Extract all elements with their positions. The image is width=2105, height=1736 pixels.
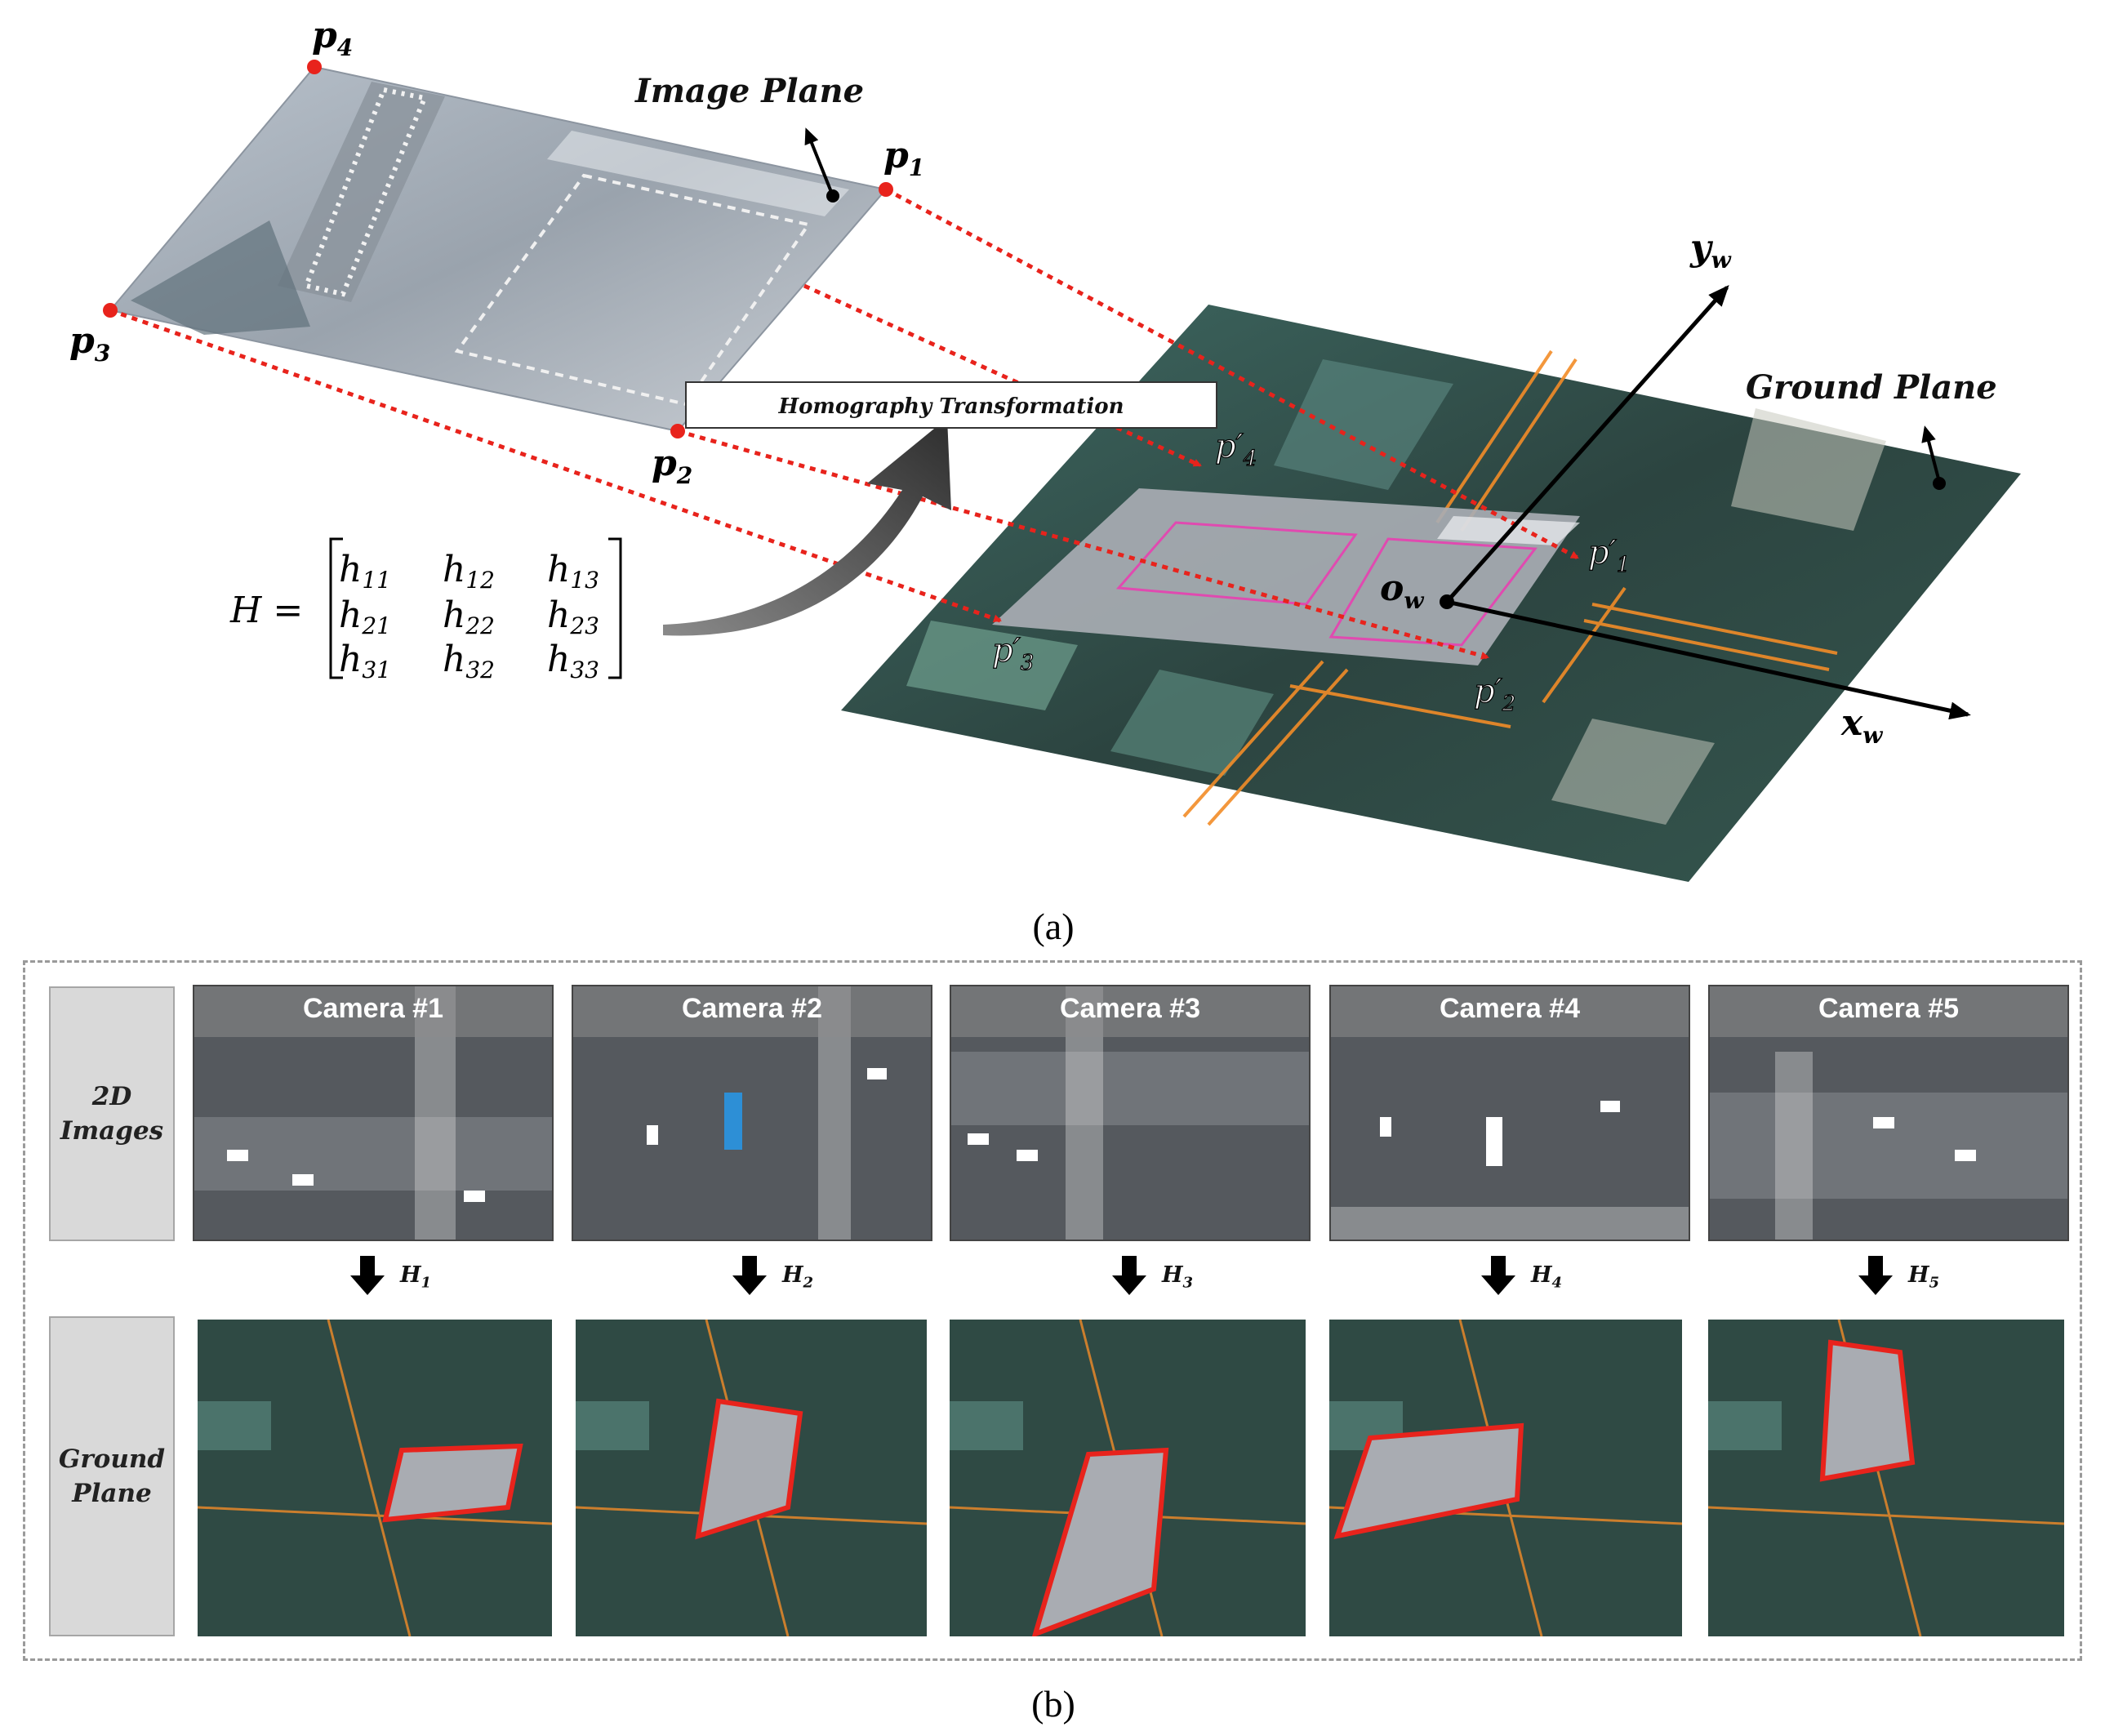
homography-label: Homography Transformation [778,394,1124,419]
ground-plane-5 [1708,1320,2064,1636]
ground-plane-4-map [1329,1320,1682,1636]
row-label-ground-plane-line2: Plane [72,1479,152,1508]
label-p2: p2 [652,443,692,489]
down-arrow-3 [1112,1256,1146,1295]
camera-image-2: Camera #2 [572,985,932,1241]
label-p4-prime: p′4 [1215,428,1257,471]
label-p2-prime: p′2 [1474,673,1515,716]
camera-title-bar-3 [951,986,1309,1037]
down-arrow-2 [732,1256,767,1295]
world-axes [1440,285,1971,720]
camera-image-5-scene [1710,1052,2067,1240]
down-arrow-1 [350,1256,385,1295]
label-x-axis: xw [1840,702,1883,749]
caption-a: (a) [1032,906,1075,947]
ground-plane-3-map [950,1320,1306,1636]
ground-plane-1-map [198,1320,552,1636]
ground-plane [841,305,2021,882]
camera-title-bar-1 [194,986,552,1037]
label-p3: p3 [69,320,110,367]
h-label-4: H4 [1531,1262,1563,1292]
camera-title-bar-2 [573,986,931,1037]
row-label-ground-plane-line1: Ground [58,1444,166,1474]
camera-title-4: Camera #4 [1439,993,1580,1024]
image-plane [109,65,888,433]
svg-text:h12: h12 [443,549,495,594]
svg-text:h21: h21 [339,594,391,639]
svg-text:h23: h23 [547,594,599,639]
row-label-ground-plane: Ground Plane [49,1316,175,1636]
point-markers [103,60,893,438]
down-arrow-4 [1481,1256,1515,1295]
svg-text:h11: h11 [339,549,391,594]
camera-image-3: Camera #3 [950,985,1311,1241]
ground-plane-4 [1329,1320,1682,1636]
row-label-2d-images-line2: Images [60,1116,164,1146]
h-label-1: H1 [400,1262,432,1292]
label-p1-prime: p′1 [1588,534,1630,577]
label-p1: p1 [883,135,924,181]
camera-image-4: Camera #4 [1329,985,1690,1241]
camera-title-1: Camera #1 [302,993,443,1024]
label-p4: p4 [312,15,353,61]
label-origin: ow [1380,568,1424,614]
down-arrow-5 [1858,1256,1893,1295]
camera-image-4-scene [1331,1101,1689,1240]
row-label-2d-images-line1: 2D [91,1082,132,1111]
ground-plane-2-map [576,1320,927,1636]
ground-plane-2 [576,1320,927,1636]
down-arrows [350,1256,1893,1295]
svg-text:h33: h33 [547,639,599,683]
camera-title-2: Camera #2 [681,993,822,1024]
camera-title-bar-4 [1331,986,1689,1037]
svg-text:h31: h31 [339,639,391,683]
correspondence-lines [109,187,1579,660]
label-p3-prime: p′3 [992,632,1034,675]
camera-image-1: Camera #1 [193,985,554,1241]
camera-title-3: Camera #3 [1059,993,1200,1024]
h-label-2: H2 [782,1262,814,1292]
label-y-axis: yw [1689,227,1732,274]
image-plane-title: Image Plane [634,72,864,110]
panel-a-diagram: p4 p1 p3 p2 p′4 p′1 p′3 p′2 yw xw ow Ima… [69,15,2021,882]
svg-text:h32: h32 [443,639,495,683]
row-label-2d-images: 2D Images [49,986,175,1241]
camera-title-5: Camera #5 [1818,993,1959,1024]
caption-b: (b) [1031,1683,1075,1725]
ground-plane-5-map [1708,1320,2064,1636]
ground-plane-3 [950,1320,1306,1636]
plane-normal-arrows [804,127,1946,490]
homography-matrix: H = h11 h12 h13 h21 h22 h23 h31 h32 h33 [229,537,622,683]
homography-curved-arrow [663,418,951,636]
h-label-3: H3 [1162,1262,1194,1292]
ground-plane-title: Ground Plane [1746,368,1997,407]
camera-image-5: Camera #5 [1708,985,2069,1241]
homography-label-box [685,381,1217,429]
h-label-5: H5 [1908,1262,1940,1292]
panel-b-frame [23,960,2082,1661]
svg-text:h13: h13 [547,549,599,594]
camera-image-1-scene [194,986,552,1240]
matrix-lhs: H = [229,590,303,631]
svg-text:h22: h22 [443,594,495,639]
camera-title-bar-5 [1710,986,2067,1037]
ground-plane-1 [198,1320,552,1636]
